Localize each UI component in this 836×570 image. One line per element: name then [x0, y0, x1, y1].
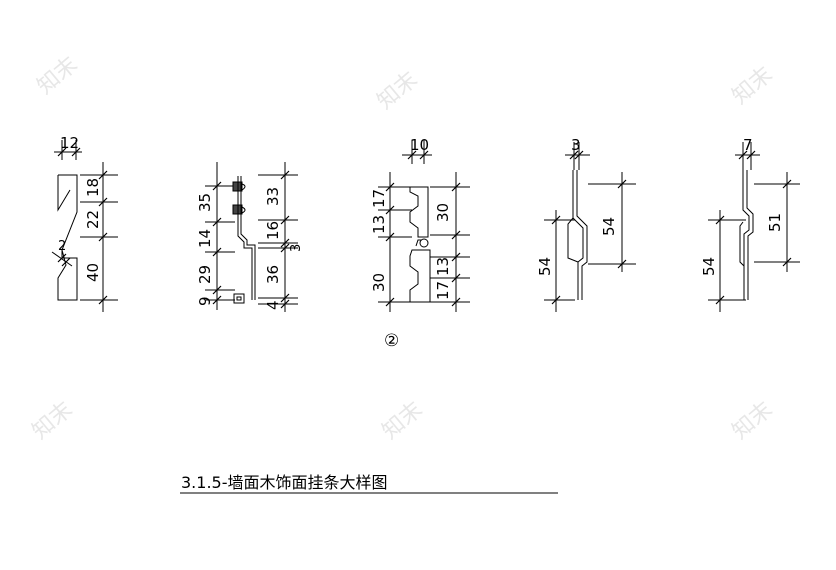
dim-d3-right-1: 30: [434, 203, 452, 222]
dim-d4-width: 3: [571, 136, 581, 154]
dim-d2-right-3: 36: [264, 265, 282, 284]
detail-1: 12 18 22 40 2: [51, 134, 118, 312]
dim-d5-right: 51: [766, 213, 784, 232]
dim-d2-right-1: 33: [264, 187, 282, 206]
watermark-layer: 知末 知末 知末 知末 知末 知末: [28, 52, 778, 444]
dim-d3-left-2: 17: [370, 189, 388, 208]
dim-d3-left-3: 30: [370, 273, 388, 292]
dim-d1-width: 12: [60, 134, 79, 152]
profile-d1: [57, 174, 78, 301]
dim-d4-left: 54: [536, 257, 554, 276]
dim-d1-seg-1: 18: [84, 178, 102, 197]
dim-d2-right-2: 16: [264, 221, 282, 240]
detail-4: 3 54 54: [536, 136, 636, 312]
dim-d1-seg-3: 40: [84, 263, 102, 282]
dim-d2-left-1: 35: [196, 193, 214, 212]
watermark-text: 知末: [728, 397, 778, 444]
detail-3: 10 13 17 30 30 17 13 ②: [370, 136, 470, 351]
detail-5: 7 54 51: [700, 136, 800, 312]
callout-number: ②: [384, 331, 399, 351]
dim-d2-left-3: 29: [196, 265, 214, 284]
profile-d3: [409, 186, 431, 303]
dim-d4-right: 54: [600, 217, 618, 236]
dim-d3-right-2: 17: [434, 281, 452, 300]
dim-d1-small: 2: [58, 239, 66, 254]
dim-d3-width: 10: [410, 136, 429, 154]
dim-d2-small: 3: [289, 244, 304, 252]
dim-d1-seg-2: 22: [84, 210, 102, 229]
dim-d5-left: 54: [700, 257, 718, 276]
dim-d2-right-4: 4: [264, 300, 282, 310]
watermark-text: 知末: [28, 397, 78, 444]
watermark-text: 知末: [728, 62, 778, 109]
dim-d2-left-2: 14: [196, 229, 214, 248]
dim-d2-left-4: 9: [196, 296, 214, 306]
watermark-text: 知末: [373, 67, 423, 114]
profile-d4: [567, 170, 588, 300]
watermark-text: 知末: [378, 397, 428, 444]
profile-d2: [232, 176, 256, 304]
drawing-title: 3.1.5-墙面木饰面挂条大样图: [181, 473, 388, 492]
dim-d3-right-3: 13: [434, 257, 452, 276]
watermark-text: 知末: [33, 52, 83, 99]
dim-d5-width: 7: [743, 136, 753, 154]
dim-d3-left-1: 13: [370, 215, 388, 234]
drawing-title-block: 3.1.5-墙面木饰面挂条大样图: [180, 473, 558, 494]
profile-d5: [739, 170, 754, 300]
detail-2: 35 14 29 9 33 16 36 4 3: [196, 162, 304, 312]
